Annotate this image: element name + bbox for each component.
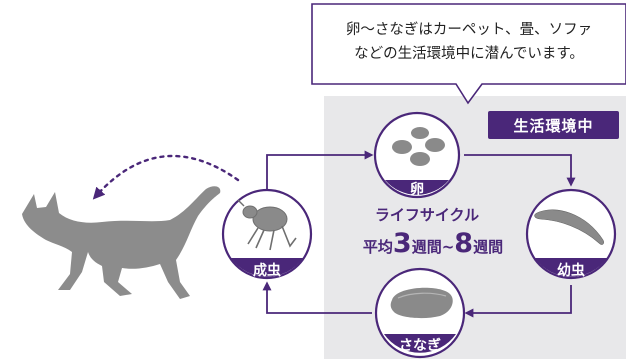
callout-bubble [311,3,626,105]
eggs-icon [392,127,445,166]
lifecycle-tilde: ~ [441,238,455,256]
lifecycle-min-weeks: 3 [392,228,412,259]
environment-badge: 生活環境中 [488,111,619,139]
flea-icon [237,199,297,251]
lifecycle-title: ライフサイクル [374,206,480,224]
pupa-label-tab [384,334,456,353]
adult-label: 成虫 [253,263,281,279]
callout-line-2: などの生活環境中に潜んでいます。 [354,46,584,62]
larva-icon [534,209,604,245]
egg-label-tab [385,180,449,195]
jump-to-host-arrow [92,154,240,200]
pupa-label: さなぎ [399,338,441,354]
cat-silhouette-icon [22,186,221,299]
lifecycle-duration: 平均3週間~8週間 [333,228,533,259]
arrow-larva-to-pupa [464,285,572,318]
arrow-egg-to-larva [464,154,576,187]
larva-label: 幼虫 [557,263,585,279]
lifecycle-unit-1: 週間 [411,238,442,256]
pupa-icon [390,287,453,319]
callout-text: 卵～さなぎはカーペット、畳、ソファ などの生活環境中に潜んでいます。 [312,18,626,80]
lifecycle-max-weeks: 8 [454,228,474,259]
arrow-adult-to-egg [266,150,374,190]
adult-label-tab [231,258,303,277]
lifecycle-prefix: 平均 [362,238,393,256]
callout-line-1: 卵～さなぎはカーペット、畳、ソファ [345,22,593,38]
egg-label: 卵 [410,182,424,198]
larva-label-tab [535,258,607,277]
arrow-pupa-to-adult [262,281,372,314]
lifecycle-unit-2: 週間 [473,238,504,256]
